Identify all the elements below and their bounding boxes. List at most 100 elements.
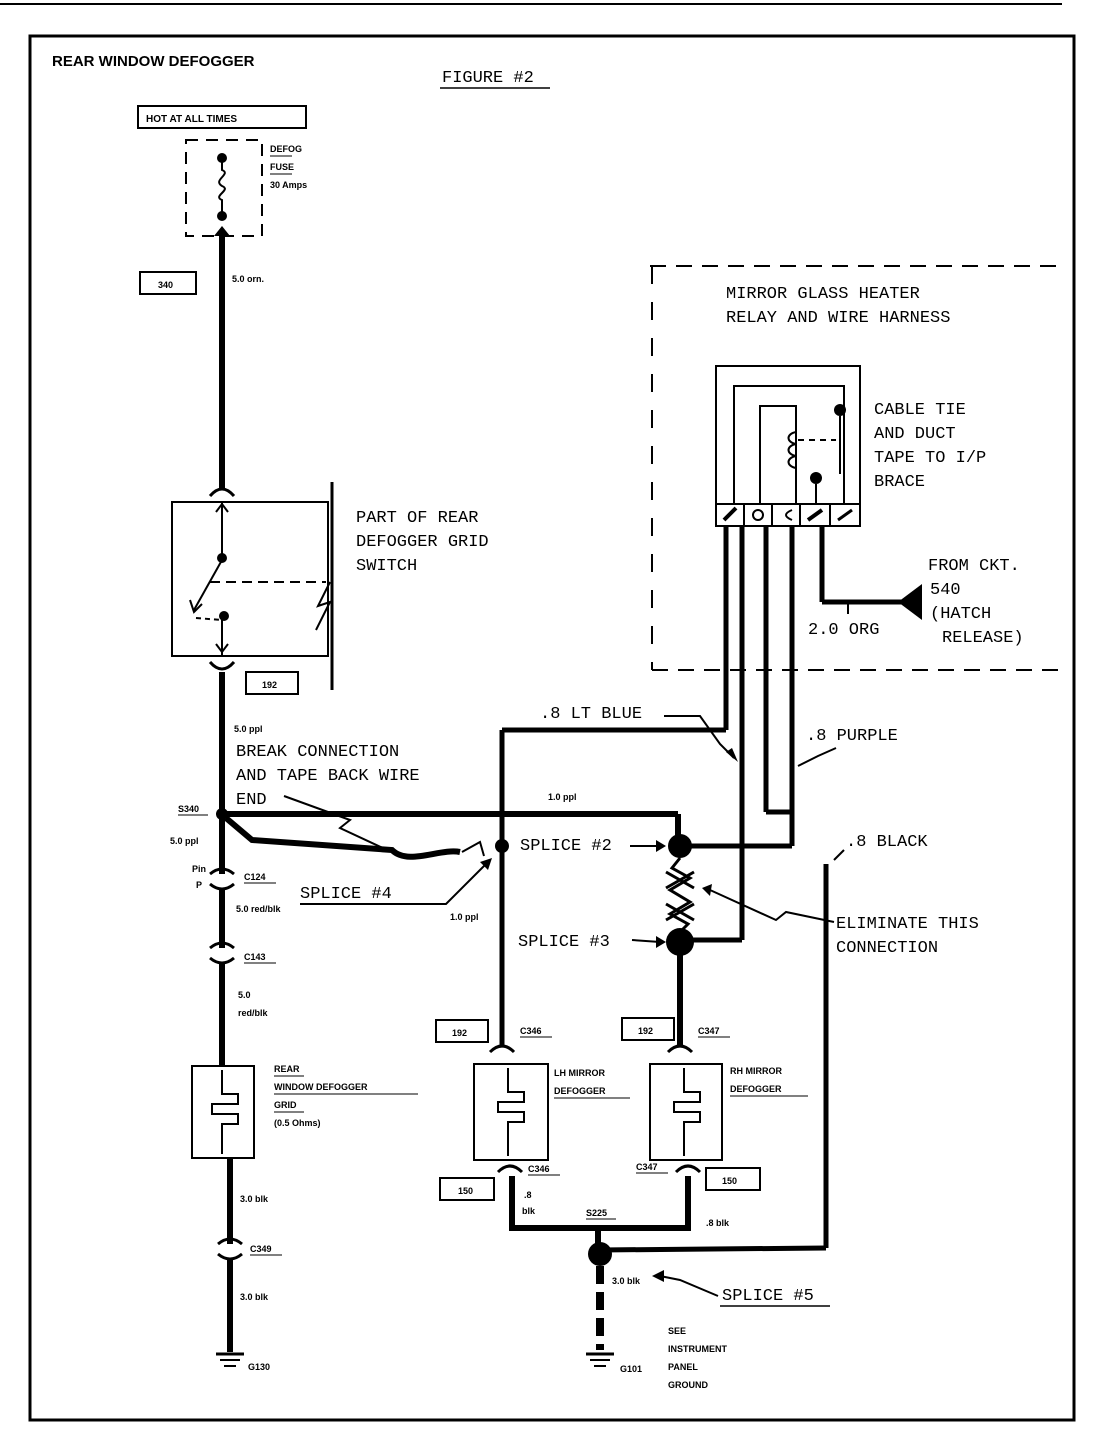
wire-taped-back	[224, 815, 461, 860]
lh-mirror-line1: LH MIRROR	[554, 1068, 605, 1078]
wire-black-label: .8 BLACK	[846, 833, 928, 852]
splice5-arrow-head	[652, 1270, 664, 1282]
relay-box-label-line2: RELAY AND WIRE HARNESS	[726, 309, 950, 328]
lh-mirror-element-icon	[497, 1068, 525, 1156]
wire-lh-ground	[509, 1176, 601, 1250]
wire-black-to-s225	[599, 1245, 827, 1253]
splice3-arrow	[631, 939, 661, 943]
circuit-340-box	[139, 271, 197, 295]
eliminated-x-marks-icon	[665, 870, 695, 922]
pin-label-line1: Pin	[192, 864, 206, 874]
switch-arrow-top-icon	[215, 502, 229, 513]
ground-g101-label: G101	[620, 1364, 642, 1374]
rh-mirror-line2: DEFOGGER	[730, 1084, 782, 1094]
rh-ground-circuit-label: 150	[722, 1176, 737, 1186]
switch-contact-upper	[217, 553, 227, 563]
rh-wire-label: .8 blk	[706, 1218, 730, 1228]
splice5-arrow	[659, 1275, 719, 1297]
ground-g101-icon	[586, 1352, 614, 1367]
connector-c124-label: C124	[244, 872, 266, 882]
rh-mirror-box	[649, 1063, 723, 1161]
wire-splice4-label: 1.0 ppl	[450, 912, 479, 922]
ground-g130-icon	[216, 1352, 244, 1367]
wire-below-switch-label: 5.0 ppl	[234, 724, 263, 734]
rh-circuit-box	[621, 1017, 675, 1041]
cable-tie-line1: CABLE TIE	[874, 401, 966, 420]
cable-tie-line3: TAPE TO I/P	[874, 449, 986, 468]
grid-label-line1: REAR	[274, 1064, 300, 1074]
wire-340-label: 5.0 orn.	[232, 274, 264, 284]
see-ground-line1: SEE	[668, 1326, 686, 1336]
relay-harness-dashed-boundary	[650, 265, 1058, 671]
rh-ground-circuit-box	[705, 1167, 761, 1191]
switch-blade	[193, 559, 223, 611]
connector-c349-icon	[217, 1237, 243, 1261]
rh-mirror-line1: RH MIRROR	[730, 1066, 782, 1076]
from-ckt-line2: 540	[930, 581, 961, 600]
wire-org-label: 2.0 ORG	[808, 621, 879, 640]
circuit-340-label: 340	[158, 280, 173, 290]
eliminate-label-line1: ELIMINATE THIS	[836, 915, 979, 934]
wire-blue-pointer-head	[726, 748, 738, 762]
break-label-line2: AND TAPE BACK WIRE	[236, 767, 420, 786]
switch-contact-lower	[219, 611, 229, 621]
splice3-dot	[666, 928, 694, 956]
splice3-arrow-head	[656, 936, 666, 948]
see-ground-line3: PANEL	[668, 1362, 698, 1372]
see-ground-line2: INSTRUMENT	[668, 1344, 727, 1354]
circuit-192-label: 192	[262, 680, 277, 690]
ground-g130-label: G130	[248, 1362, 270, 1372]
eliminate-pointer	[709, 889, 835, 923]
lh-circuit-label: 192	[452, 1028, 467, 1038]
splice4-arrow-head	[480, 858, 492, 870]
splice2-dot	[668, 834, 692, 858]
lh-mirror-box	[473, 1063, 549, 1161]
wire-blue-pointer	[664, 715, 735, 759]
rh-connector-bottom-icon	[674, 1164, 702, 1174]
rh-connector-top-label: C347	[698, 1026, 720, 1036]
splice4-arrow	[300, 861, 489, 905]
relay-body	[715, 365, 861, 527]
splice-s340-label: S340	[178, 804, 199, 814]
relay-terminal-strip	[715, 503, 861, 527]
fuse-name-line1: DEFOG	[270, 144, 302, 154]
splice2-arrow-head	[656, 840, 666, 852]
switch-label-line3: SWITCH	[356, 557, 417, 576]
rh-mirror-element-icon	[673, 1068, 701, 1156]
cable-tie-line4: BRACE	[874, 473, 925, 492]
wire-rh-ground	[598, 1176, 691, 1231]
break-label-line1: BREAK CONNECTION	[236, 743, 399, 762]
splice4-label: SPLICE #4	[300, 885, 392, 904]
lh-mirror-line2: DEFOGGER	[554, 1086, 606, 1096]
break-arrow	[283, 795, 401, 857]
switch-label-line1: PART OF REAR	[356, 509, 478, 528]
relay-coil-icon	[787, 431, 797, 469]
wire-splice4-bend	[461, 840, 485, 857]
switch-blade-arrow-icon	[189, 599, 203, 614]
wire-ground-left-label: 3.0 blk	[240, 1292, 269, 1302]
lh-ground-circuit-label: 150	[458, 1186, 473, 1196]
switch-body	[171, 501, 329, 657]
from-ckt-line4: RELEASE)	[942, 629, 1024, 648]
relay-contact-top	[834, 404, 846, 416]
rh-connector-bottom-label: C347	[636, 1162, 658, 1172]
figure-label: FIGURE #2	[442, 69, 534, 88]
connector-top-switch-icon	[208, 487, 236, 498]
eliminate-label-line2: CONNECTION	[836, 939, 938, 958]
rh-circuit-label: 192	[638, 1026, 653, 1036]
from-ckt-line1: FROM CKT.	[928, 557, 1020, 576]
wire-top-run-label: 1.0 ppl	[548, 792, 577, 802]
lh-connector-top-label: C346	[520, 1026, 542, 1036]
splice5-label: SPLICE #5	[722, 1287, 814, 1306]
fuse-name-line2: FUSE	[270, 162, 294, 172]
pin-label-line2: P	[196, 880, 202, 890]
connector-c143-icon	[209, 941, 235, 965]
rh-connector-top-icon	[666, 1044, 694, 1054]
defogger-grid-box	[191, 1065, 255, 1159]
splice4-dot	[495, 839, 509, 853]
lh-connector-top-icon	[488, 1044, 516, 1054]
defogger-grid-element-icon	[211, 1070, 239, 1154]
lh-wire-line2: blk	[522, 1206, 536, 1216]
break-label-line3: END	[236, 791, 267, 810]
relay-box-label-line1: MIRROR GLASS HEATER	[726, 285, 920, 304]
